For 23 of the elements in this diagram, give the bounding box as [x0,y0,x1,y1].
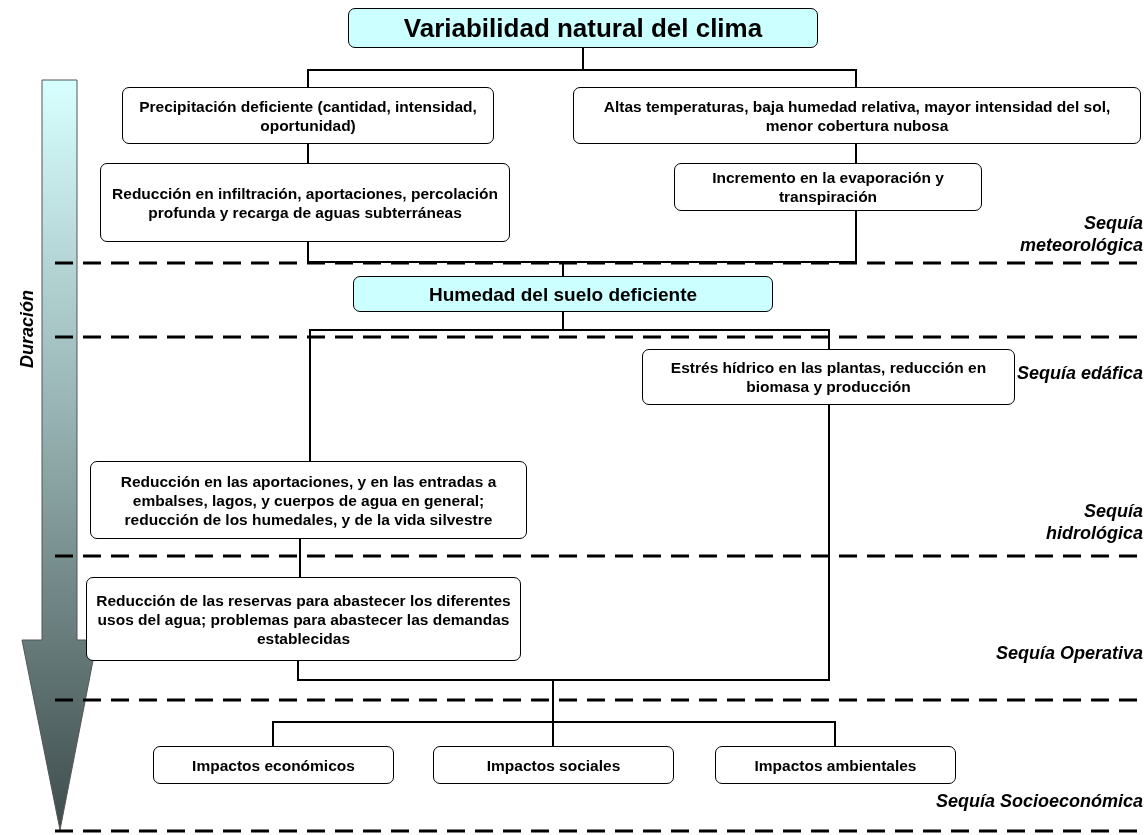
connector-line [562,311,830,350]
process-box: Variabilidad natural del clima [348,8,818,48]
zone-label: Sequía Operativa [994,642,1143,664]
process-box: Incremento en la evaporación y transpiración [674,163,982,211]
process-box: Humedad del suelo deficiente [353,276,773,312]
process-box: Impactos ambientales [715,746,956,784]
process-box: Precipitación deficiente (cantidad, intensidad, oportunidad) [122,87,494,144]
connector-line [307,143,309,164]
zone-label: Sequía meteorológica [1018,212,1143,256]
axis-label: Duración [16,289,38,370]
process-box: Reducción en infiltración, aportaciones, percolación profunda y recarga de aguas subterráneas [100,163,510,242]
connector-line [562,210,857,277]
zone-label: Sequía hidrológica [1045,500,1143,544]
process-box: Reducción en las aportaciones, y en las entradas a embalses, lagos, y cuerpos de agua en general; reducción de los humedales, y de la vida silvestre [90,461,527,539]
process-box: Altas temperaturas, baja humedad relativa, mayor intensidad del sol, menor cobertura nubosa [573,87,1141,144]
process-box: Impactos sociales [433,746,674,784]
zone-label: Sequía Socioeconómica [934,790,1143,812]
zone-label: Sequía edáfica [1015,362,1143,384]
process-box: Estrés hídrico en las plantas, reducción en biomasa y producción [642,349,1015,405]
process-box: Impactos económicos [153,746,394,784]
process-box: Reducción de las reservas para abastecer los diferentes usos del agua; problemas para abastecer las demandas establecidas [86,577,521,661]
connector-line [855,143,857,164]
connector-line [299,538,301,578]
